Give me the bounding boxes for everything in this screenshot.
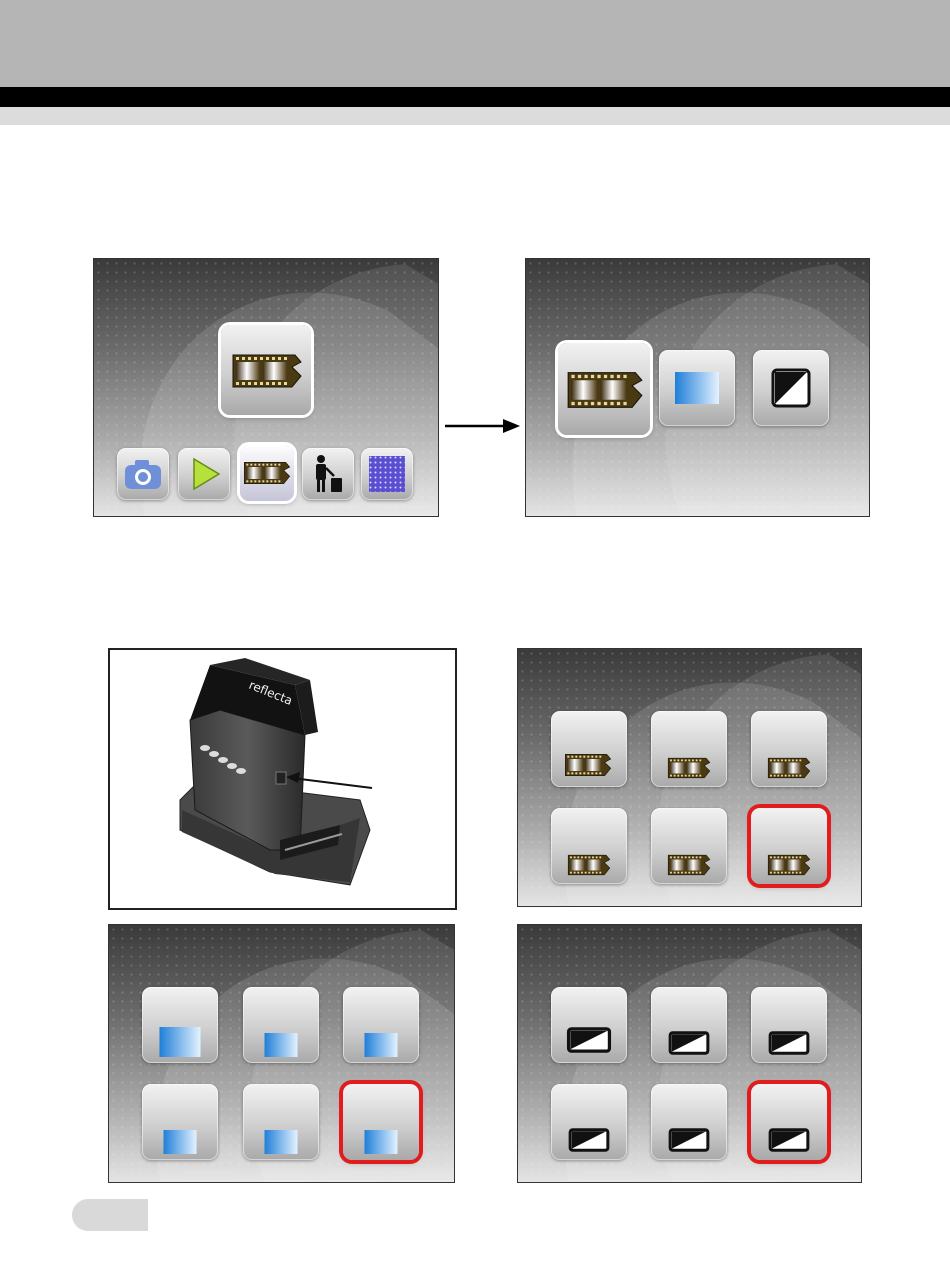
negative-mount-option-3[interactable]: [751, 987, 827, 1063]
slide-grid-screen: [108, 924, 455, 1183]
menu-item-camera[interactable]: [117, 448, 169, 500]
main-menu-screen: [93, 258, 439, 517]
negative-mount-option-5[interactable]: [651, 1084, 727, 1160]
slide-mount-option-2[interactable]: [243, 987, 319, 1063]
film-mount-option-5[interactable]: [651, 808, 727, 884]
negative-icon: [565, 1027, 613, 1053]
camera-icon: [123, 457, 163, 491]
slide-icon: [156, 1027, 204, 1057]
film-strip-icon: [667, 757, 711, 779]
scanner-device-image: reflecta: [110, 650, 455, 908]
film-mount-grid-screen: [517, 648, 862, 907]
film-strip-icon: [231, 353, 303, 389]
page-number-tab: [72, 1199, 148, 1231]
slide-icon: [160, 1130, 200, 1154]
film-mount-option-2[interactable]: [651, 711, 727, 787]
header-band: [0, 87, 950, 107]
film-strip-icon: [667, 854, 711, 876]
menu-item-delete[interactable]: [302, 448, 354, 500]
menu-item-play[interactable]: [178, 448, 230, 500]
slide-icon: [675, 372, 719, 404]
negative-icon: [668, 1128, 710, 1152]
negative-mount-option-1[interactable]: [551, 987, 627, 1063]
film-mount-option-6[interactable]: [751, 808, 827, 884]
menu-item-film[interactable]: [240, 445, 294, 501]
slide-mount-option-5[interactable]: [243, 1084, 319, 1160]
play-icon: [191, 457, 221, 491]
slide-icon: [261, 1130, 301, 1154]
page-header: [0, 0, 950, 87]
trash-icon: [310, 454, 346, 494]
negative-icon: [768, 1031, 810, 1055]
slide-mount-option-3[interactable]: [343, 987, 419, 1063]
slide-mount-option-1[interactable]: [142, 987, 218, 1063]
slide-mount-option-4[interactable]: [142, 1084, 218, 1160]
film-type-option-slide[interactable]: [659, 350, 735, 426]
negative-mount-option-4[interactable]: [551, 1084, 627, 1160]
film-type-option-negative[interactable]: [753, 350, 829, 426]
negative-icon: [568, 1128, 610, 1152]
slide-icon: [361, 1033, 401, 1057]
film-type-option-film[interactable]: [558, 343, 650, 435]
film-mount-option-1[interactable]: [551, 711, 627, 787]
film-strip-icon: [564, 753, 612, 777]
film-strip-icon: [767, 757, 811, 779]
arrow-icon: [445, 416, 525, 436]
negative-grid-screen: [517, 924, 862, 1183]
header-subband: [0, 107, 950, 125]
negative-icon: [771, 368, 811, 408]
menu-item-settings[interactable]: [361, 448, 413, 500]
film-type-screen: [525, 258, 870, 517]
slide-icon: [361, 1130, 401, 1154]
film-strip-icon: [566, 370, 644, 410]
negative-icon: [768, 1128, 810, 1152]
film-strip-icon: [567, 854, 611, 876]
pattern-icon: [368, 455, 406, 493]
film-mount-option-3[interactable]: [751, 711, 827, 787]
featured-tile: [221, 325, 311, 415]
film-strip-icon: [767, 854, 811, 876]
negative-mount-option-6[interactable]: [751, 1084, 827, 1160]
film-strip-icon: [243, 461, 291, 485]
negative-mount-option-2[interactable]: [651, 987, 727, 1063]
slide-icon: [261, 1033, 301, 1057]
device-photo: reflecta: [108, 648, 457, 910]
negative-icon: [668, 1031, 710, 1055]
slide-mount-option-6[interactable]: [343, 1084, 419, 1160]
film-mount-option-4[interactable]: [551, 808, 627, 884]
